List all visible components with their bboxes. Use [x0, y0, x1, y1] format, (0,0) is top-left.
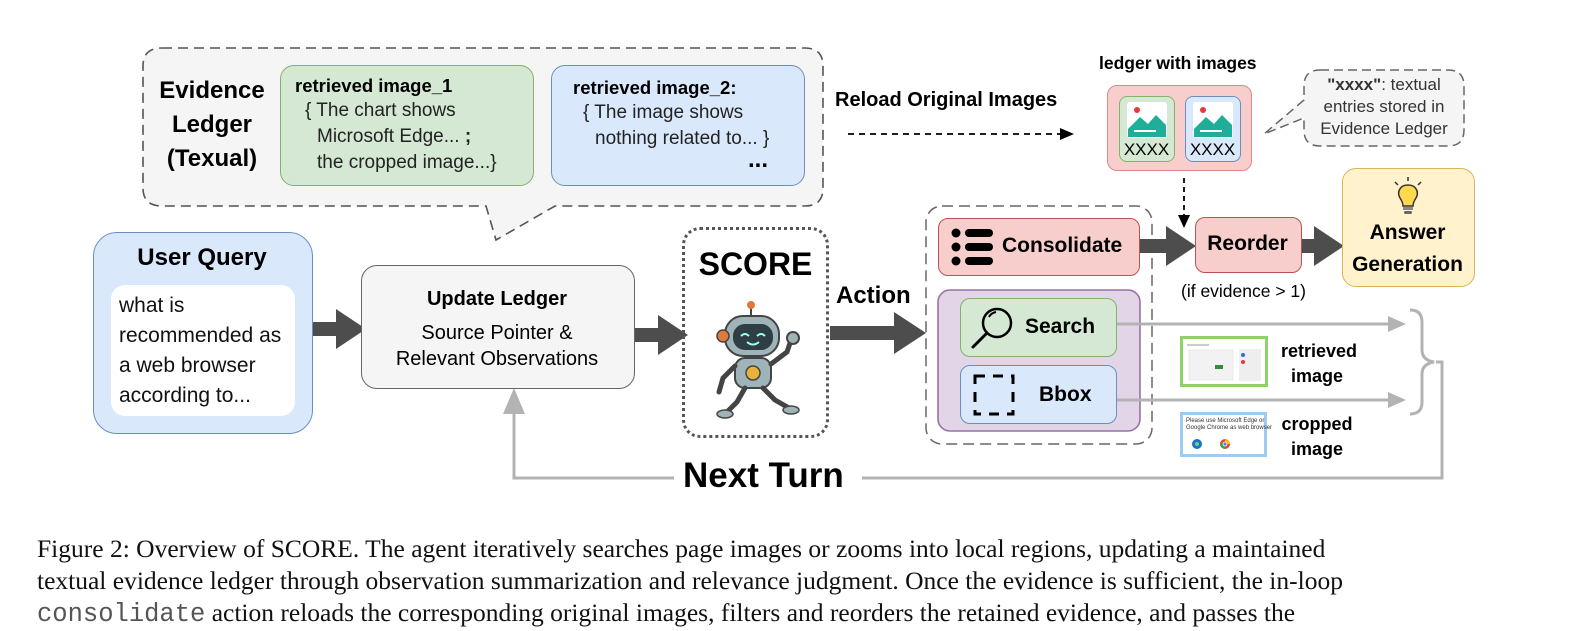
evidence-ledger-title-line1: Evidence: [159, 77, 265, 104]
ledger-with-images-box: XXXX XXXX: [1107, 85, 1252, 171]
lightbulb-icon: [1394, 177, 1422, 214]
ledger-entry-1-line2-text: Microsoft Edge...: [317, 126, 465, 147]
robot-icon: [716, 301, 800, 419]
callout-line2: entries stored in: [1323, 97, 1445, 116]
search-action: Search: [960, 298, 1117, 357]
images-to-reorder-arrowhead: [1178, 215, 1190, 228]
retrieved-image-label: retrieved image: [1281, 339, 1358, 389]
caption-line1: Figure 2: Overview of SCORE. The agent i…: [37, 534, 1326, 563]
ledger-with-images-title: ledger with images: [1099, 53, 1257, 73]
answer-generation-label: Answer Generation: [1343, 217, 1472, 281]
cropped-image-thumbnail: Please use Microsoft Edge or Google Chro…: [1180, 412, 1272, 457]
evidence-ledger-title: Evidence Ledger (Texual): [156, 74, 268, 176]
cropped-thumb-line1: Please use Microsoft Edge or: [1186, 418, 1265, 424]
user-query-text: what is recommended as a web browser acc…: [119, 291, 281, 411]
ledger-entry-1-line2: Microsoft Edge... ;: [317, 126, 471, 148]
browser-logos-icon: [1192, 439, 1230, 449]
search-label: Search: [1025, 315, 1096, 338]
search-icon: [971, 307, 1013, 349]
user-query-title: User Query: [137, 244, 267, 271]
cropped-label-line2: image: [1290, 439, 1344, 459]
update-ledger-line2: Relevant Observations: [395, 348, 599, 370]
answer-line2: Generation: [1352, 253, 1463, 276]
retrieved-label-line1: retrieved: [1281, 341, 1358, 361]
user-query-line: recommended as: [119, 324, 282, 347]
ledger-thumb-1: XXXX: [1119, 96, 1175, 162]
ledger-entry-1-title: retrieved image_1: [295, 75, 453, 96]
callout-bold-term: "xxxx": [1327, 75, 1382, 94]
ledger-entry-1: retrieved image_1 { The chart shows Micr…: [280, 65, 534, 186]
cropped-thumb-text: Please use Microsoft Edge or Google Chro…: [1186, 418, 1272, 432]
update-ledger-box: Update Ledger Source Pointer & Relevant …: [361, 265, 635, 389]
action-group-outline: [925, 205, 1153, 445]
ledger-thumb-2: XXXX: [1185, 96, 1241, 162]
user-query-line: according to...: [119, 384, 251, 407]
reorder-condition: (if evidence > 1): [1181, 281, 1306, 301]
answer-generation-box: Answer Generation: [1342, 168, 1475, 287]
retrieved-image-thumbnail: [1180, 336, 1268, 387]
consolidate-action: Consolidate: [938, 218, 1140, 276]
reload-original-images-label: Reload Original Images: [835, 89, 1058, 111]
flow-arrows-light: [512, 308, 1444, 480]
ledger-entry-2-ellipsis: ...: [748, 146, 769, 173]
caption-line3: consolidate action reloads the correspon…: [37, 597, 1537, 631]
score-agent-box: SCORE: [682, 227, 829, 438]
list-icon: [951, 228, 993, 266]
cropped-image-label: cropped image: [1281, 412, 1353, 462]
caption-code-term: consolidate: [37, 600, 206, 629]
callout-text: "xxxx": textual entries stored in Eviden…: [1304, 74, 1464, 140]
ledger-entry-1-line3: the cropped image...}: [317, 152, 497, 173]
bbox-icon: [973, 374, 1015, 416]
page-screenshot-icon: [1187, 344, 1261, 381]
bbox-label: Bbox: [1039, 383, 1092, 406]
user-query-box: User Query what is recommended as a web …: [93, 232, 313, 434]
reload-arrowhead: [1060, 128, 1074, 140]
next-turn-label: Next Turn: [683, 456, 844, 495]
cropped-label-line1: cropped: [1281, 414, 1353, 434]
answer-line1: Answer: [1369, 221, 1446, 244]
ledger-entry-2-line1: { The image shows: [583, 102, 744, 123]
user-query-line: what is: [119, 294, 185, 317]
reorder-label: Reorder: [1207, 232, 1288, 255]
callout-line1-rest: : textual: [1381, 75, 1441, 94]
action-label: Action: [836, 282, 911, 309]
figure-caption: Figure 2: Overview of SCORE. The agent i…: [37, 533, 1537, 631]
flow-arrows-dark: [310, 226, 1344, 355]
image-icon: [1193, 102, 1233, 138]
ledger-entry-2-line2: nothing related to... }: [595, 128, 770, 149]
callout-bubble: [1263, 69, 1465, 147]
cropped-thumb-line2: Google Chrome as web browser: [1186, 425, 1273, 431]
user-query-text-box: what is recommended as a web browser acc…: [111, 285, 295, 416]
bbox-action: Bbox: [960, 365, 1117, 424]
ledger-thumb-2-label: XXXX: [1189, 140, 1236, 159]
score-overview-diagram: Evidence Ledger (Texual) retrieved image…: [37, 47, 1475, 629]
image-icon: [1127, 102, 1167, 138]
ledger-thumb-1-label: XXXX: [1123, 140, 1170, 159]
light-arrowheads: [503, 316, 1406, 414]
ledger-entry-1-line1: { The chart shows: [305, 100, 456, 121]
caption-line3-rest: action reloads the corresponding origina…: [205, 598, 1296, 627]
score-title: SCORE: [698, 246, 813, 282]
ledger-entry-1-separator: ;: [464, 126, 472, 147]
evidence-ledger-title-line2: Ledger: [171, 111, 252, 138]
reorder-box: Reorder: [1195, 217, 1302, 273]
caption-line2: textual evidence ledger through observat…: [37, 566, 1343, 595]
ledger-entry-2: retrieved image_2: { The image shows not…: [551, 65, 805, 186]
consolidate-label: Consolidate: [1002, 234, 1123, 257]
update-ledger-title: Update Ledger: [426, 288, 568, 310]
callout-line1: "xxxx": textual: [1304, 74, 1464, 96]
update-ledger-line1: Source Pointer &: [421, 322, 573, 344]
callout-line3: Evidence Ledger: [1320, 119, 1448, 138]
evidence-ledger-title-line3: (Texual): [166, 145, 258, 172]
ledger-entry-2-title: retrieved image_2:: [573, 77, 737, 98]
retrieved-label-line2: image: [1290, 366, 1344, 386]
user-query-line: a web browser: [119, 354, 256, 377]
